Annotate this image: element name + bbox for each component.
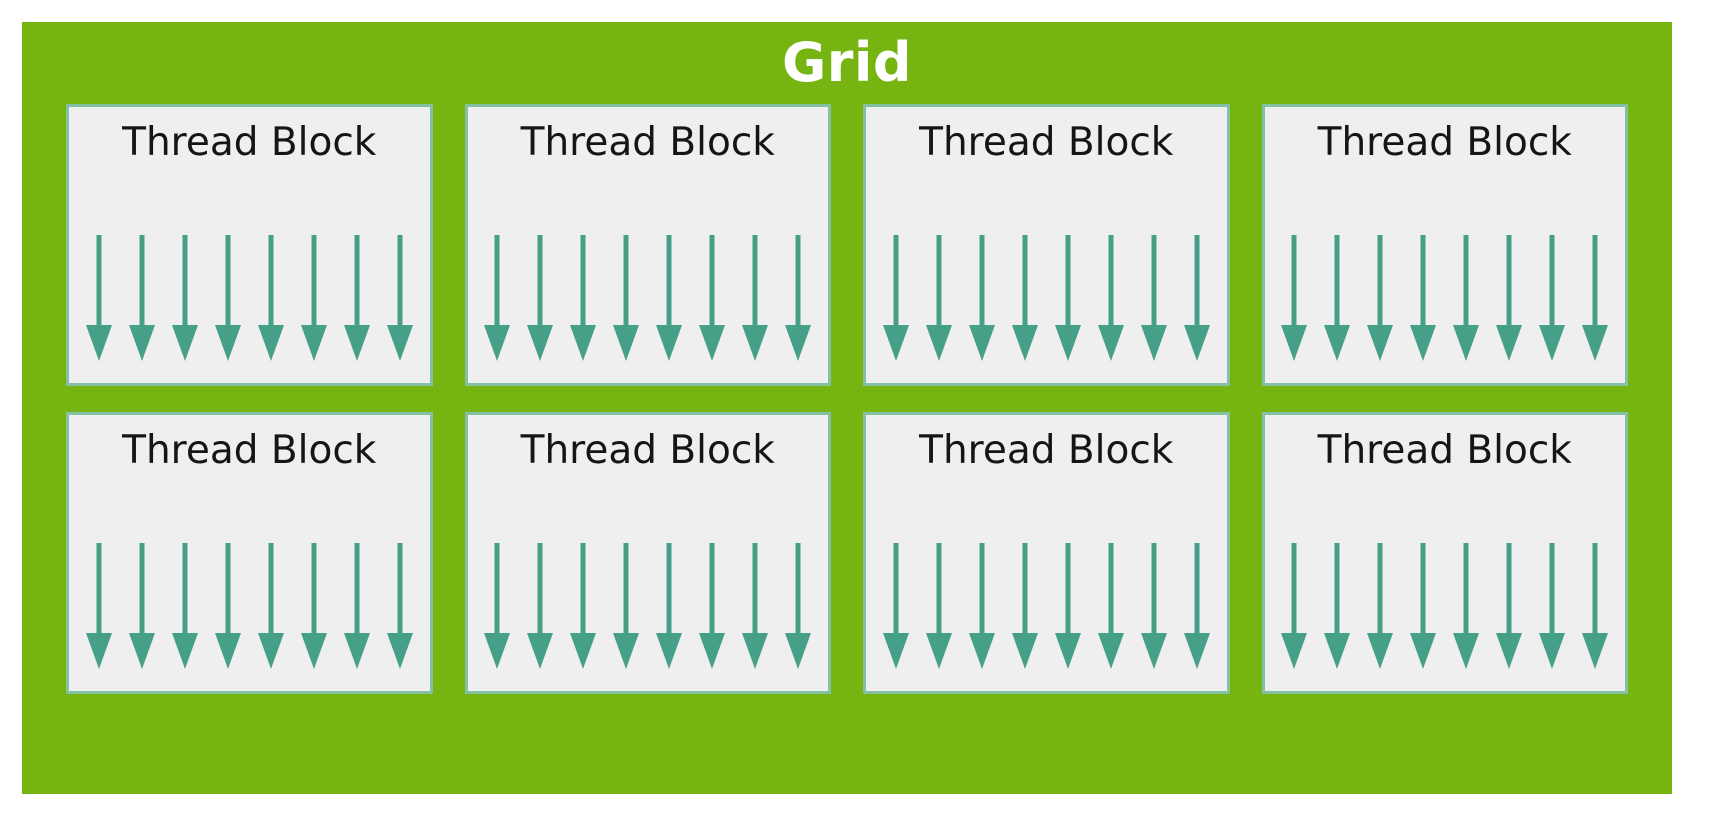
down-arrow-icon [742,543,769,669]
thread-arrow-group [468,235,829,361]
down-arrow-icon [527,235,554,361]
thread-arrow-group [468,543,829,669]
thread-block-label: Thread Block [122,120,377,165]
down-arrow-icon [1281,543,1308,669]
down-arrow-icon [386,235,413,361]
down-arrow-icon [1453,235,1480,361]
down-arrow-icon [171,235,198,361]
down-arrow-icon [1367,543,1394,669]
thread-block[interactable]: Thread Block [66,412,433,694]
thread-arrow-group [69,543,430,669]
down-arrow-icon [128,235,155,361]
down-arrow-icon [925,235,952,361]
down-arrow-icon [1453,543,1480,669]
block-row: Thread Block Thread Block Thread Block T… [66,412,1628,694]
thread-block[interactable]: Thread Block [1261,412,1628,694]
thread-arrow-group [1265,543,1626,669]
down-arrow-icon [85,543,112,669]
thread-arrow-group [1265,235,1626,361]
down-arrow-icon [300,543,327,669]
down-arrow-icon [343,235,370,361]
down-arrow-icon [214,543,241,669]
down-arrow-icon [1140,235,1167,361]
down-arrow-icon [527,543,554,669]
down-arrow-icon [257,235,284,361]
down-arrow-icon [1496,543,1523,669]
down-arrow-icon [925,543,952,669]
thread-arrow-group [69,235,430,361]
down-arrow-icon [343,543,370,669]
grid-container: Grid Thread Block Thread Block Thread Bl… [22,22,1672,794]
thread-block-label: Thread Block [1317,120,1572,165]
down-arrow-icon [1582,235,1609,361]
down-arrow-icon [1054,543,1081,669]
thread-block[interactable]: Thread Block [464,412,831,694]
down-arrow-icon [1324,235,1351,361]
thread-block-label: Thread Block [520,428,775,473]
down-arrow-icon [1140,543,1167,669]
down-arrow-icon [882,235,909,361]
blocks-area: Thread Block Thread Block Thread Block T… [22,104,1672,794]
down-arrow-icon [1582,543,1609,669]
down-arrow-icon [1410,235,1437,361]
down-arrow-icon [1539,543,1566,669]
thread-block-label: Thread Block [1317,428,1572,473]
down-arrow-icon [785,235,812,361]
down-arrow-icon [1183,235,1210,361]
down-arrow-icon [968,235,995,361]
down-arrow-icon [613,235,640,361]
down-arrow-icon [1183,543,1210,669]
down-arrow-icon [570,543,597,669]
thread-block[interactable]: Thread Block [863,412,1230,694]
thread-block[interactable]: Thread Block [464,104,831,386]
down-arrow-icon [1054,235,1081,361]
down-arrow-icon [1011,235,1038,361]
down-arrow-icon [613,543,640,669]
down-arrow-icon [1097,543,1124,669]
thread-block-label: Thread Block [919,120,1174,165]
down-arrow-icon [386,543,413,669]
thread-block[interactable]: Thread Block [863,104,1230,386]
down-arrow-icon [882,543,909,669]
thread-block-label: Thread Block [919,428,1174,473]
down-arrow-icon [1097,235,1124,361]
down-arrow-icon [1324,543,1351,669]
down-arrow-icon [656,235,683,361]
down-arrow-icon [1281,235,1308,361]
down-arrow-icon [1367,235,1394,361]
down-arrow-icon [656,543,683,669]
thread-arrow-group [866,543,1227,669]
down-arrow-icon [699,543,726,669]
down-arrow-icon [257,543,284,669]
down-arrow-icon [1496,235,1523,361]
down-arrow-icon [484,543,511,669]
down-arrow-icon [214,235,241,361]
grid-title: Grid [781,31,913,94]
down-arrow-icon [300,235,327,361]
down-arrow-icon [1011,543,1038,669]
down-arrow-icon [699,235,726,361]
thread-arrow-group [866,235,1227,361]
down-arrow-icon [570,235,597,361]
thread-block[interactable]: Thread Block [1261,104,1628,386]
thread-block-label: Thread Block [122,428,377,473]
down-arrow-icon [742,235,769,361]
down-arrow-icon [85,235,112,361]
thread-block[interactable]: Thread Block [66,104,433,386]
down-arrow-icon [171,543,198,669]
down-arrow-icon [785,543,812,669]
block-row: Thread Block Thread Block Thread Block T… [66,104,1628,386]
down-arrow-icon [484,235,511,361]
down-arrow-icon [968,543,995,669]
thread-block-label: Thread Block [520,120,775,165]
down-arrow-icon [1410,543,1437,669]
down-arrow-icon [1539,235,1566,361]
down-arrow-icon [128,543,155,669]
